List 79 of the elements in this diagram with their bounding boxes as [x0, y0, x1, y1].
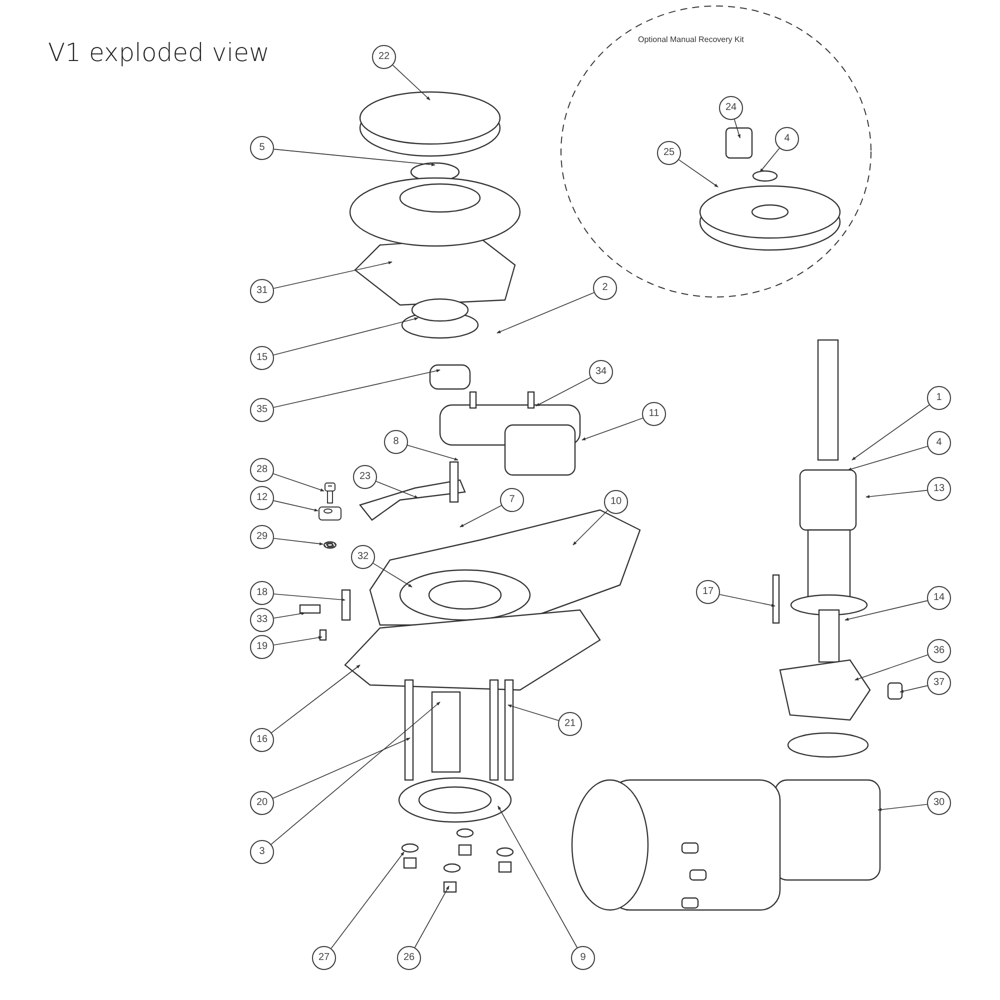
callout-number: 14: [927, 586, 951, 610]
leader-line: [900, 685, 928, 693]
leader-line: [848, 446, 928, 470]
callout-number: 19: [250, 635, 274, 659]
callout-number: 17: [696, 580, 720, 604]
callout-number: 11: [642, 402, 666, 426]
leader-line: [572, 510, 608, 546]
leader-line: [844, 600, 928, 621]
callout-number: 30: [927, 791, 951, 815]
callout-number: 21: [558, 712, 582, 736]
callout-number: 18: [250, 581, 274, 605]
callout-number: 16: [250, 728, 274, 752]
callout-number: 13: [927, 477, 951, 501]
leader-line: [760, 148, 780, 172]
leader-line: [498, 806, 578, 948]
leader-line: [372, 562, 412, 588]
leader-line: [273, 500, 318, 512]
callout-number: 28: [250, 458, 274, 482]
callout-number: 26: [397, 946, 421, 970]
leader-line: [866, 490, 928, 498]
leader-line: [273, 369, 440, 408]
leader-line: [270, 702, 440, 845]
leader-line: [460, 505, 502, 528]
leader-line: [273, 473, 324, 492]
callout-number: 10: [604, 490, 628, 514]
callout-number: 7: [500, 488, 524, 512]
callout-number: 9: [571, 946, 595, 970]
leader-line: [414, 886, 450, 948]
callout-number: 23: [353, 465, 377, 489]
leader-line: [273, 317, 418, 356]
callout-number: 24: [719, 96, 743, 120]
callout-number: 29: [250, 525, 274, 549]
callout-number: 36: [927, 639, 951, 663]
callout-number: 4: [775, 127, 799, 151]
callout-number: 31: [250, 279, 274, 303]
diagram-title: V1 exploded view: [48, 38, 270, 67]
spring-washer-drawing: [323, 541, 337, 549]
leader-line: [273, 612, 306, 618]
leader-line: [496, 292, 594, 334]
leader-line: [273, 636, 322, 646]
leader-line: [407, 444, 458, 461]
callout-number: 12: [250, 486, 274, 510]
callout-number: 34: [589, 360, 613, 384]
leader-line: [272, 738, 410, 799]
leader-line: [678, 159, 718, 188]
callout-number: 33: [250, 608, 274, 632]
callout-number: 1: [927, 386, 951, 410]
leader-line: [274, 594, 346, 602]
leader-line: [536, 377, 591, 406]
cap-screw-drawing: [324, 482, 336, 504]
callout-number: 22: [372, 45, 396, 69]
callout-number: 25: [657, 141, 681, 165]
callout-number: 4: [927, 431, 951, 455]
leader-line: [734, 119, 740, 138]
callout-number: 27: [312, 946, 336, 970]
callout-number: 3: [250, 840, 274, 864]
kit-title: Optional Manual Recovery Kit: [638, 35, 744, 44]
leader-line: [582, 418, 644, 440]
leader-line: [854, 654, 928, 680]
leader-line: [273, 261, 392, 289]
callout-number: 2: [593, 276, 617, 300]
leader-line: [852, 404, 930, 460]
callout-number: 32: [351, 545, 375, 569]
leader-line: [274, 538, 324, 546]
leader-line: [330, 852, 404, 949]
callout-number: 35: [250, 398, 274, 422]
callout-number: 8: [384, 430, 408, 454]
callout-number: 20: [250, 791, 274, 815]
leader-line: [878, 804, 928, 812]
leader-line: [508, 704, 559, 721]
leader-line: [392, 64, 430, 100]
leader-line: [274, 148, 436, 166]
callout-number: 37: [927, 671, 951, 695]
leader-line: [376, 481, 418, 498]
callout-number: 5: [250, 136, 274, 160]
leader-line: [271, 664, 360, 734]
clamp-block-drawing: [318, 506, 342, 521]
callout-number: 15: [250, 346, 274, 370]
leader-line: [719, 594, 776, 607]
